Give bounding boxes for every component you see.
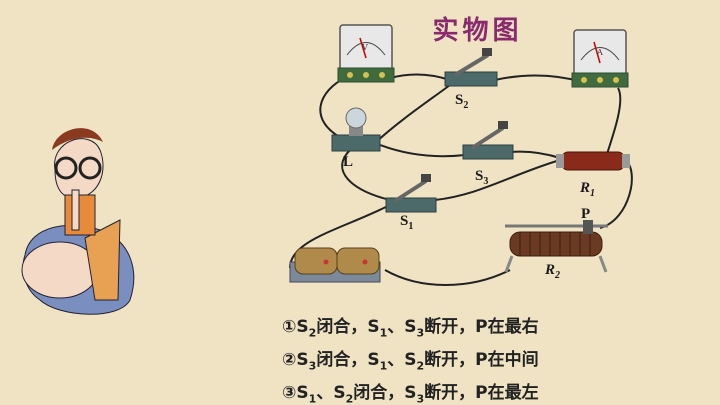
- switch-s3: [462, 121, 514, 160]
- condition-line: ③S1、S2闭合，S3断开，P在最左: [282, 383, 539, 405]
- page-title: 实物图: [432, 16, 523, 46]
- wires: [289, 73, 633, 286]
- label-s2: S2: [455, 92, 469, 111]
- condition-line: ①S2闭合，S1、S3断开，P在最右: [282, 317, 539, 340]
- label-r1: R1: [580, 180, 596, 199]
- resistor-r1: [556, 151, 630, 171]
- label-s1: S1: [400, 213, 414, 232]
- switch-s2: [444, 48, 498, 87]
- rheostat-r2: [504, 220, 608, 273]
- lamp: [331, 107, 381, 152]
- ammeter: A: [571, 29, 629, 88]
- label-lamp: L: [343, 154, 354, 170]
- switch-s1: [385, 174, 437, 213]
- voltmeter: V: [337, 24, 395, 83]
- condition-line: ②S3闭合，S1、S2断开，P在中间: [282, 350, 539, 373]
- battery-pack: [289, 247, 381, 283]
- cartoon-character: [21, 128, 135, 315]
- label-p: P: [581, 206, 591, 222]
- label-r2: R2: [545, 262, 561, 281]
- label-s3: S3: [475, 168, 489, 187]
- voltmeter-symbol: V: [361, 43, 368, 52]
- ammeter-symbol: A: [596, 48, 603, 57]
